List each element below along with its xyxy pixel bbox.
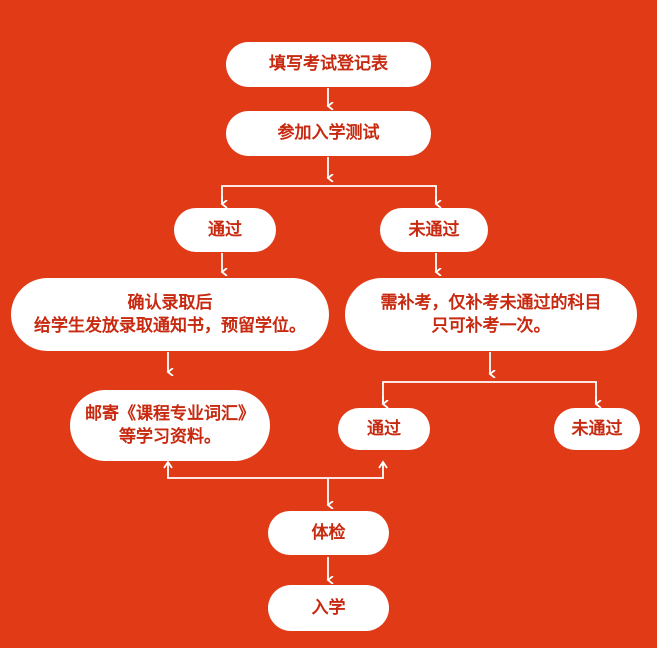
node-admit-line1: 确认录取后: [127, 292, 213, 313]
split-line-1: [221, 185, 437, 204]
node-admit: 确认录取后 给学生发放录取通知书，预留学位。: [11, 278, 329, 351]
node-retest: 需补考，仅补考未通过的科目 只可补考一次。: [345, 278, 637, 351]
node-enroll-label: 入学: [311, 597, 346, 618]
node-fail: 未通过: [380, 208, 488, 252]
node-retest-pass-label: 通过: [367, 418, 401, 439]
node-mail-line1: 邮寄《课程专业词汇》: [85, 403, 255, 424]
node-retest-line2: 只可补考一次。: [431, 315, 551, 336]
node-retest-pass: 通过: [338, 408, 430, 450]
node-entrance-test: 参加入学测试: [226, 111, 431, 156]
node-mail-materials: 邮寄《课程专业词汇》 等学习资料。: [70, 390, 270, 461]
node-admit-line2: 给学生发放录取通知书，预留学位。: [34, 315, 306, 336]
node-retest-line1: 需补考，仅补考未通过的科目: [380, 292, 602, 313]
node-enroll: 入学: [268, 585, 389, 631]
node-pass-label: 通过: [208, 219, 242, 240]
node-physical-exam-label: 体检: [311, 522, 346, 543]
node-fill-form-label: 填写考试登记表: [269, 54, 388, 75]
node-fail-label: 未通过: [408, 219, 460, 240]
merge-line: [167, 462, 384, 479]
node-retest-fail: 未通过: [554, 408, 640, 450]
node-retest-fail-label: 未通过: [571, 418, 623, 439]
node-mail-line2: 等学习资料。: [119, 426, 221, 447]
node-physical-exam: 体检: [268, 511, 389, 555]
node-fill-form: 填写考试登记表: [226, 42, 431, 87]
split-line-2: [382, 381, 597, 404]
node-entrance-test-label: 参加入学测试: [277, 123, 380, 144]
node-pass: 通过: [174, 208, 276, 252]
